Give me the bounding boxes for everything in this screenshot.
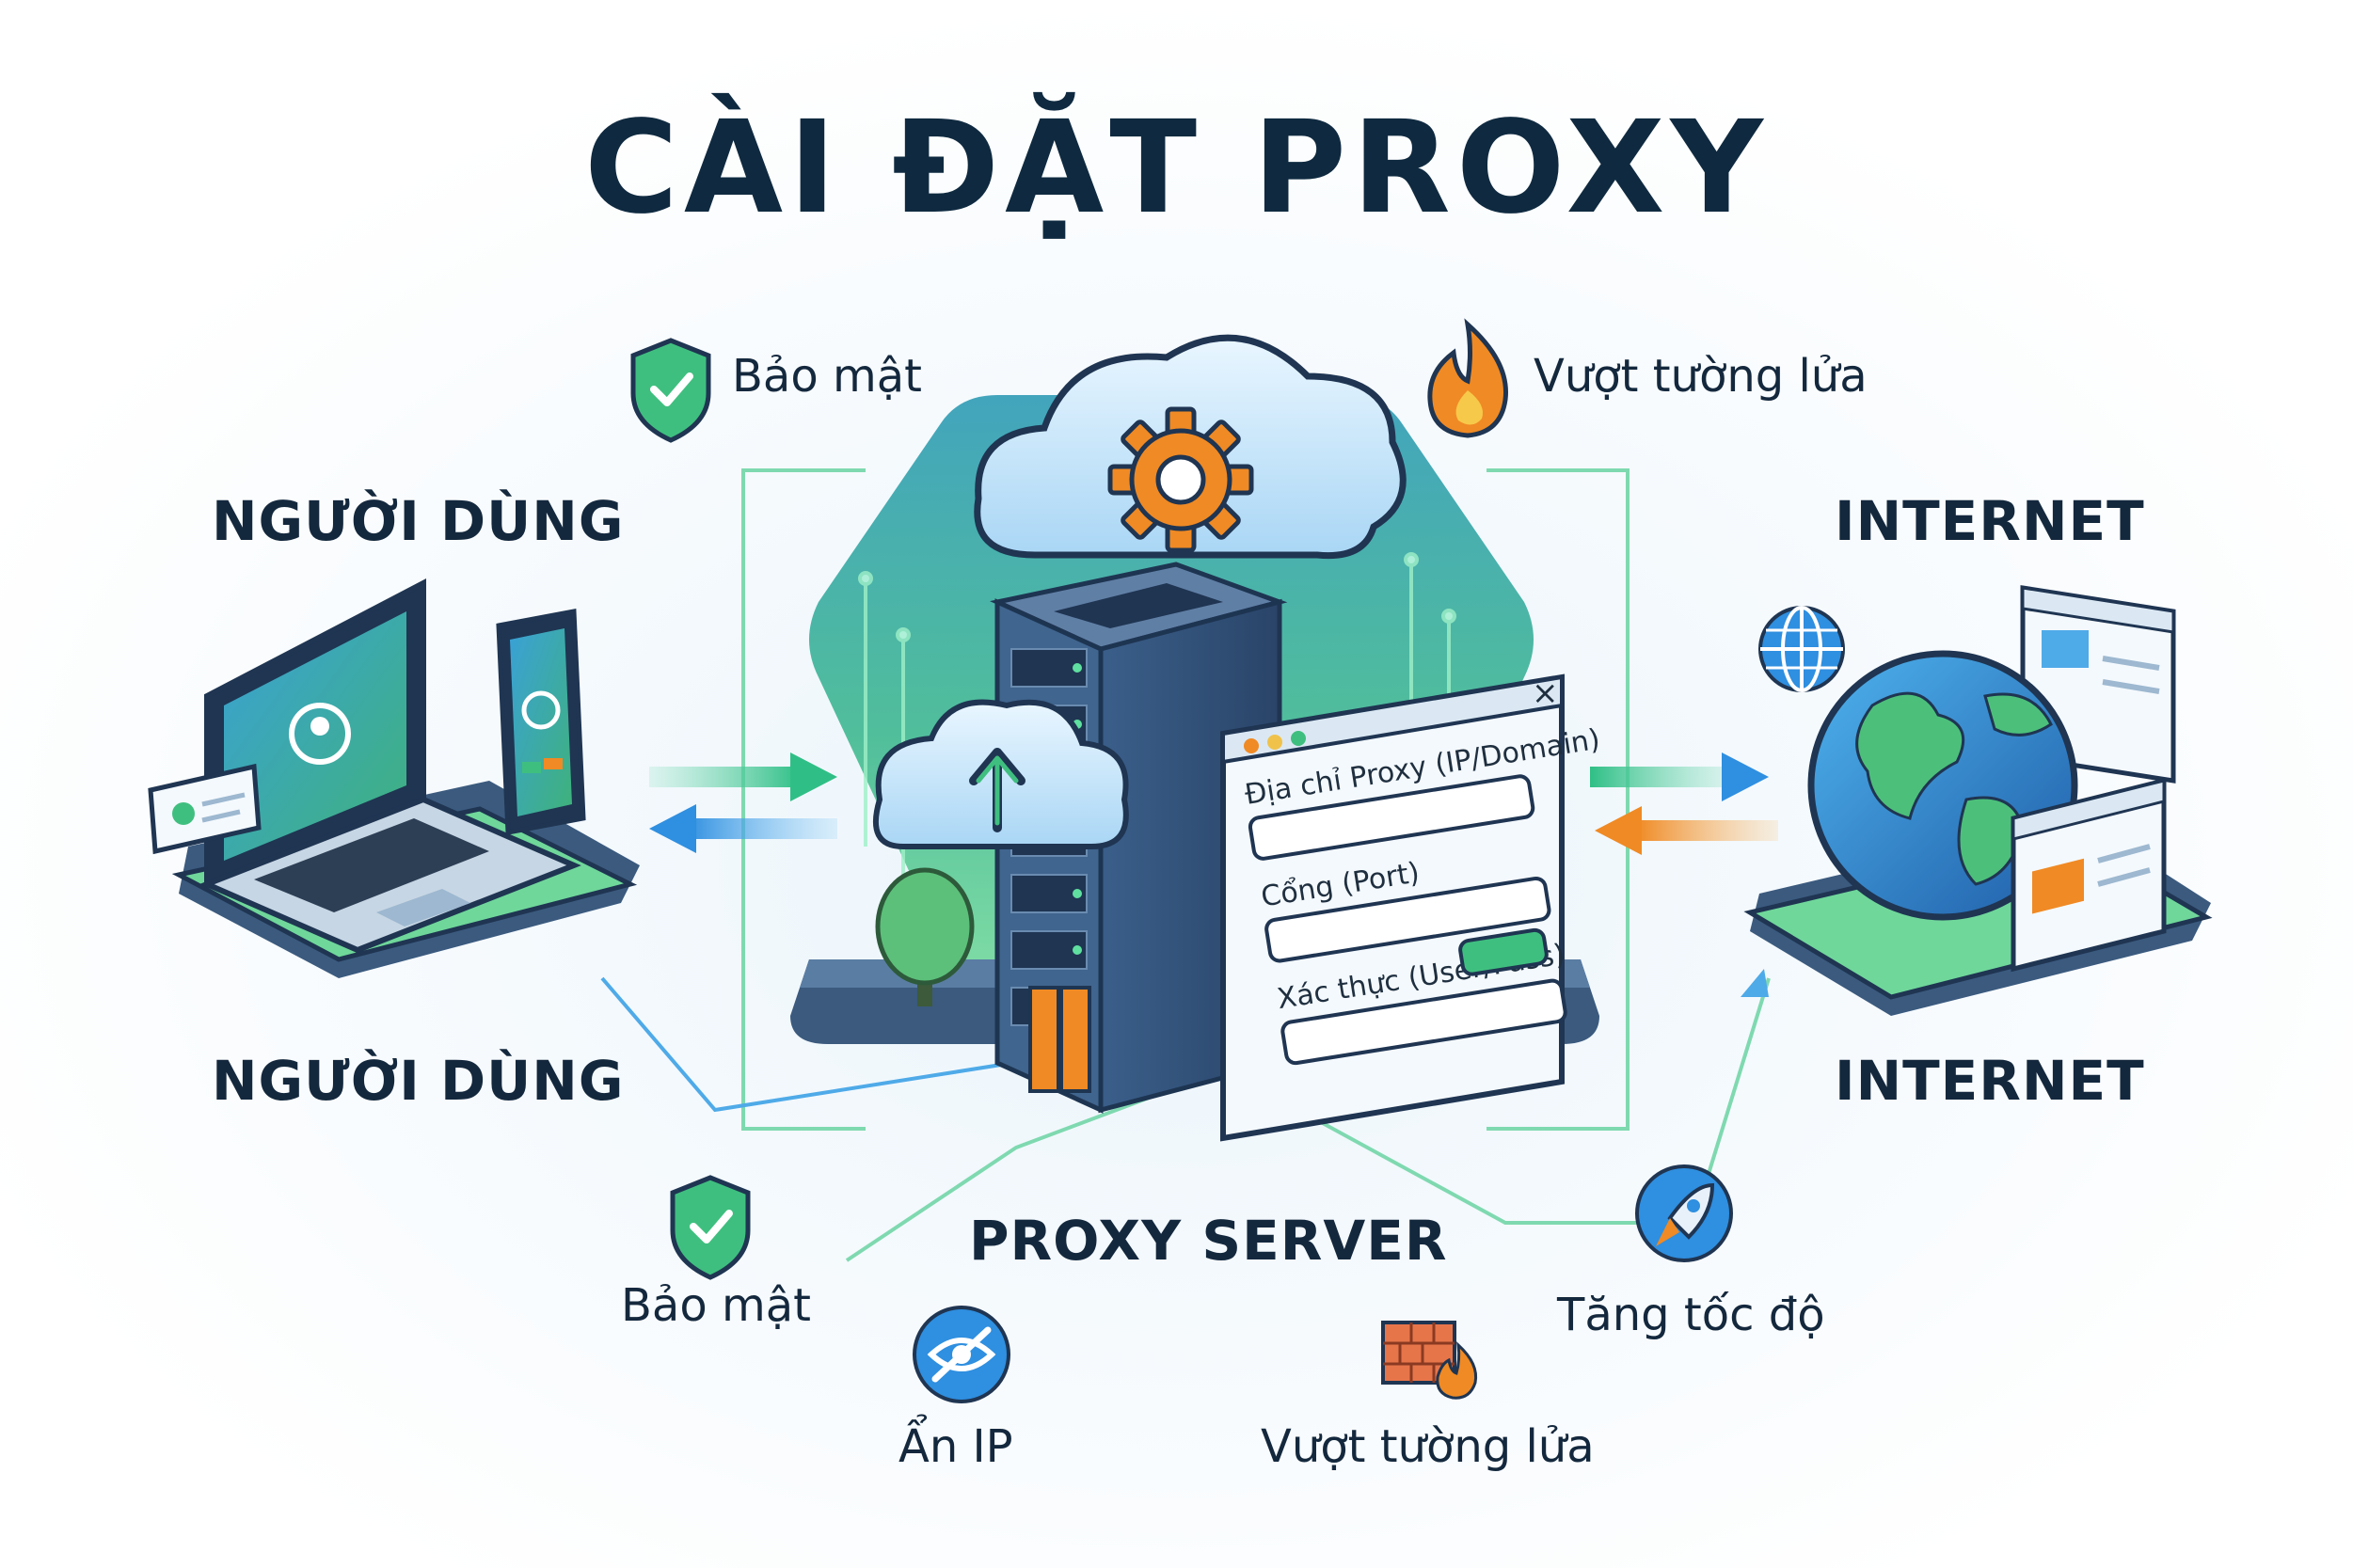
laptop [199,578,581,954]
browser-card [148,763,262,855]
eye-slash-icon [913,1306,1010,1403]
settings-cloud [974,334,1407,560]
feature-speed-up: Tăng tốc độ [1557,1289,1825,1341]
user-label-bottom: NGƯỜI DÙNG [212,1049,625,1113]
user-devices [148,578,640,978]
flow-arrows [649,752,1778,997]
phone [496,609,586,835]
cloud-upload-icon [873,699,1129,849]
arrow-user-to-proxy [649,752,837,801]
save-button[interactable] [1458,927,1549,976]
tree-icon [875,867,975,1006]
user-label-top: NGƯỜI DÙNG [212,489,625,553]
feature-security-top: Bảo mật [732,350,922,403]
brick-wall-fire-icon [1381,1321,1478,1400]
user-avatar-icon [289,703,351,765]
arrow-proxy-to-internet [1590,752,1769,801]
internet-globe [1743,585,2213,1016]
arrow-head-internet [1741,969,1769,997]
flame-icon [1427,318,1508,438]
arrow-proxy-to-user [649,804,837,853]
shield-check-icon [670,1175,751,1280]
port-field[interactable] [1264,876,1551,963]
gear-icon [1107,406,1254,553]
auth-field[interactable] [1280,978,1567,1066]
internet-label-bottom: INTERNET [1835,1049,2145,1113]
arrow-internet-to-proxy [1595,806,1778,855]
feature-firewall-top: Vượt tường lửa [1534,350,1868,403]
close-icon[interactable]: × [1532,674,1559,712]
shield-check-icon [630,338,711,443]
internet-label-top: INTERNET [1835,489,2145,553]
feature-firewall-bottom: Vượt tường lửa [1261,1420,1595,1473]
browser-window-front [2011,777,2167,973]
connector-lines [600,468,1771,1262]
feature-hide-ip: Ẩn IP [898,1420,1013,1473]
proxy-address-field[interactable] [1248,774,1535,861]
globe-icon [1758,606,1845,692]
proxy-config-window: × Địa chỉ Proxy (IP/Domain) Cổng (Port) … [1220,673,1602,1142]
page-title: CÀI ĐẶT PROXY [584,94,1769,243]
proxy-server-label: PROXY SERVER [969,1209,1448,1273]
rocket-icon [1635,1164,1733,1262]
feature-security-bottom: Bảo mật [621,1279,811,1332]
